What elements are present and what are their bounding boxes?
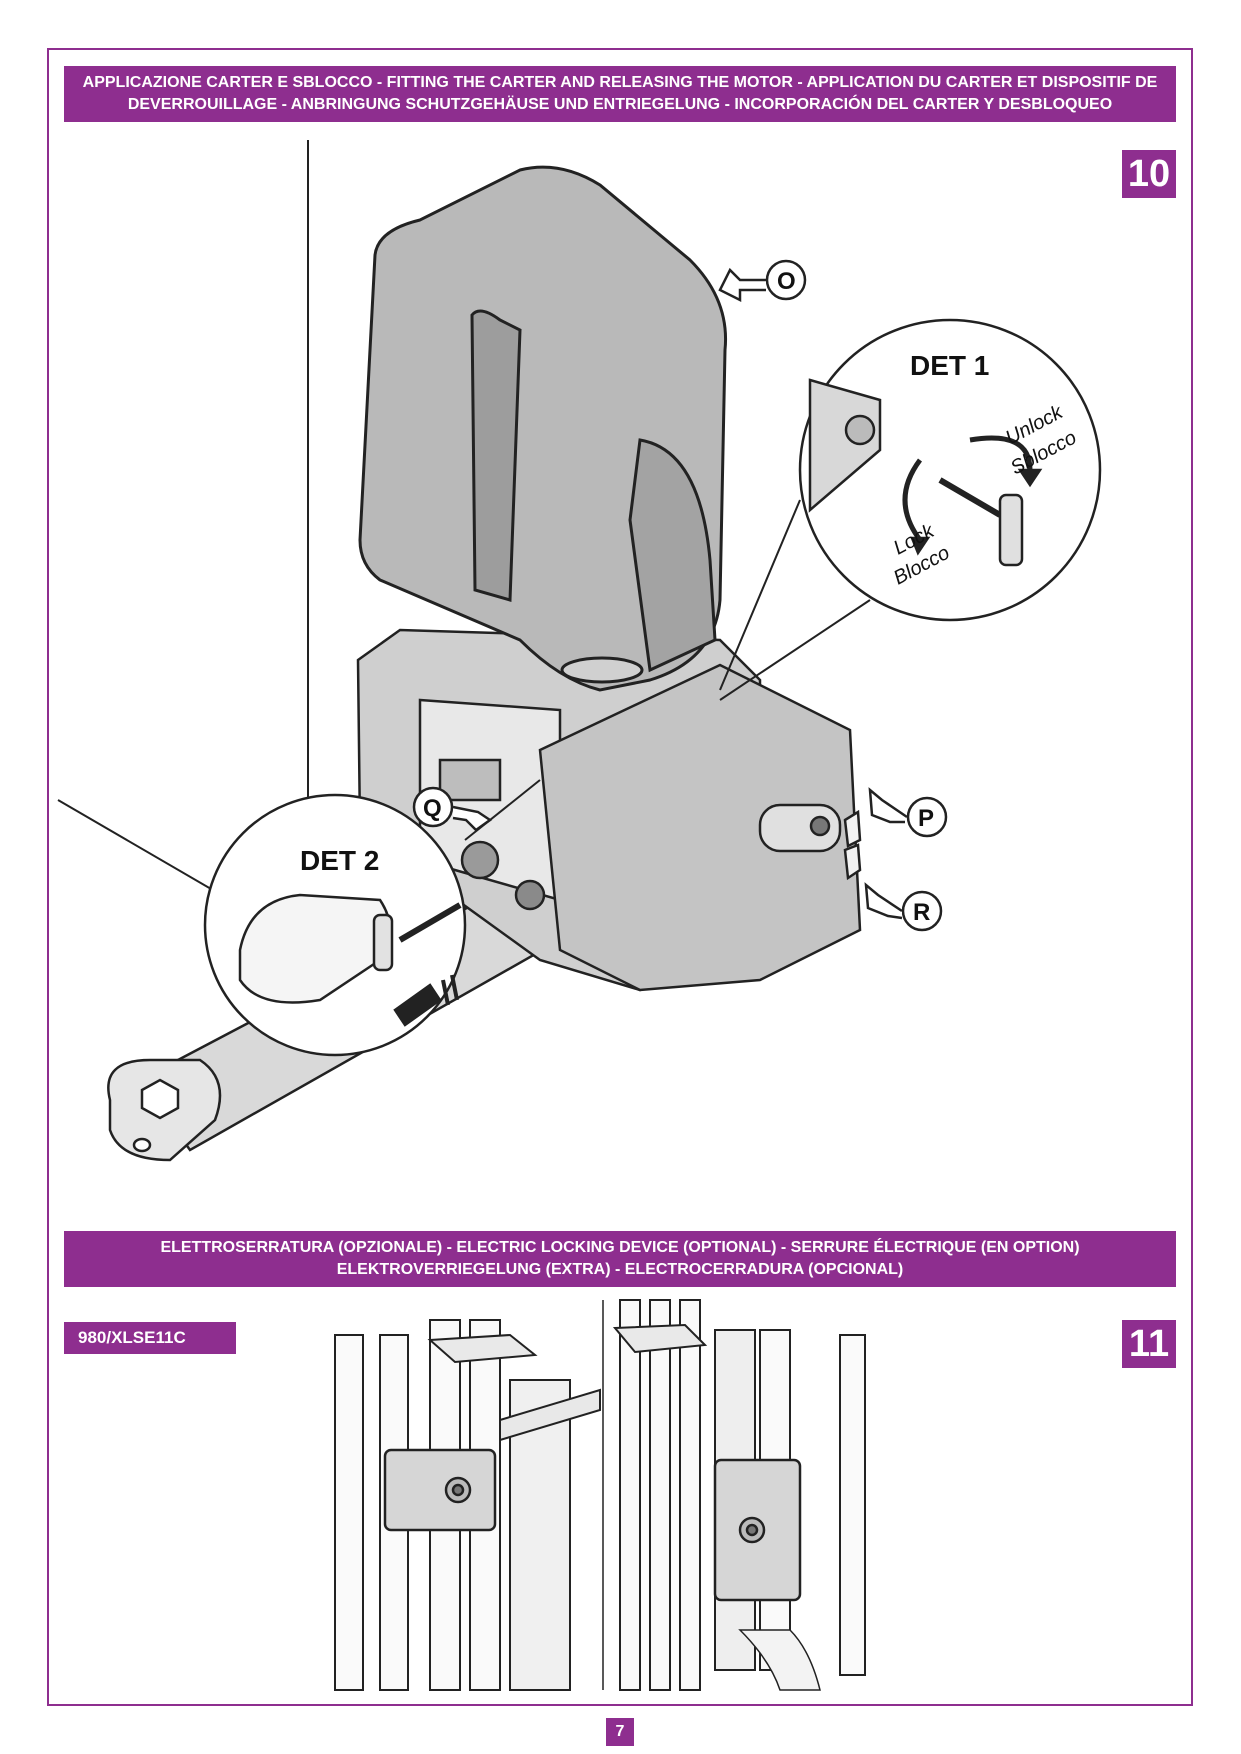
model-tag: 980/XLSE11C [64, 1322, 236, 1354]
section-1-title-line-2: DEVERROUILLAGE - ANBRINGUNG SCHUTZGEHÄUS… [127, 96, 1113, 113]
page-frame [47, 48, 1193, 1706]
figure-number-11: 11 [1122, 1320, 1176, 1368]
section-2-title-line-2: ELEKTROVERRIEGELUNG (EXTRA) - ELECTROCER… [336, 1261, 904, 1278]
det2-title: DET 2 [300, 845, 379, 876]
callout-p-label: P [918, 805, 934, 832]
section-2-title-line-1: ELETTROSERRATURA (OPZIONALE) - ELECTRIC … [160, 1239, 1080, 1256]
callout-q [412, 786, 493, 832]
callout-o-label: O [777, 268, 796, 295]
left-lock-device [383, 1448, 497, 1532]
callout-q-label: Q [423, 795, 442, 822]
det2-detail [203, 779, 541, 1057]
figure-number-10: 10 [1122, 150, 1176, 198]
right-lock-device [713, 1458, 802, 1602]
det1-detail [719, 318, 1102, 701]
page-number: 7 [606, 1718, 634, 1746]
carter-cover [358, 165, 728, 692]
left-lock-cover [427, 1333, 538, 1364]
right-lock-cover [612, 1323, 708, 1354]
section-1-banner: APPLICAZIONE CARTER E SBLOCCO - FITTING … [64, 66, 1176, 122]
section-1-title-line-1: APPLICAZIONE CARTER E SBLOCCO - FITTING … [82, 74, 1158, 91]
det1-title: DET 1 [910, 350, 989, 381]
callout-r [864, 882, 943, 932]
figure-11-illustration [334, 1299, 866, 1691]
side-cover [538, 663, 862, 992]
callout-r-label: R [913, 899, 930, 926]
ground-line [57, 799, 231, 901]
left-gate-posts [334, 1319, 601, 1691]
callout-p [868, 787, 948, 838]
figure-10-illustration: DET 1 Unlock Sblocco Lock Blocco DET 2 O… [57, 140, 1102, 1162]
section-2-banner: ELETTROSERRATURA (OPZIONALE) - ELECTRIC … [64, 1231, 1176, 1287]
ground-soil [738, 1629, 821, 1691]
callout-o [718, 259, 807, 303]
